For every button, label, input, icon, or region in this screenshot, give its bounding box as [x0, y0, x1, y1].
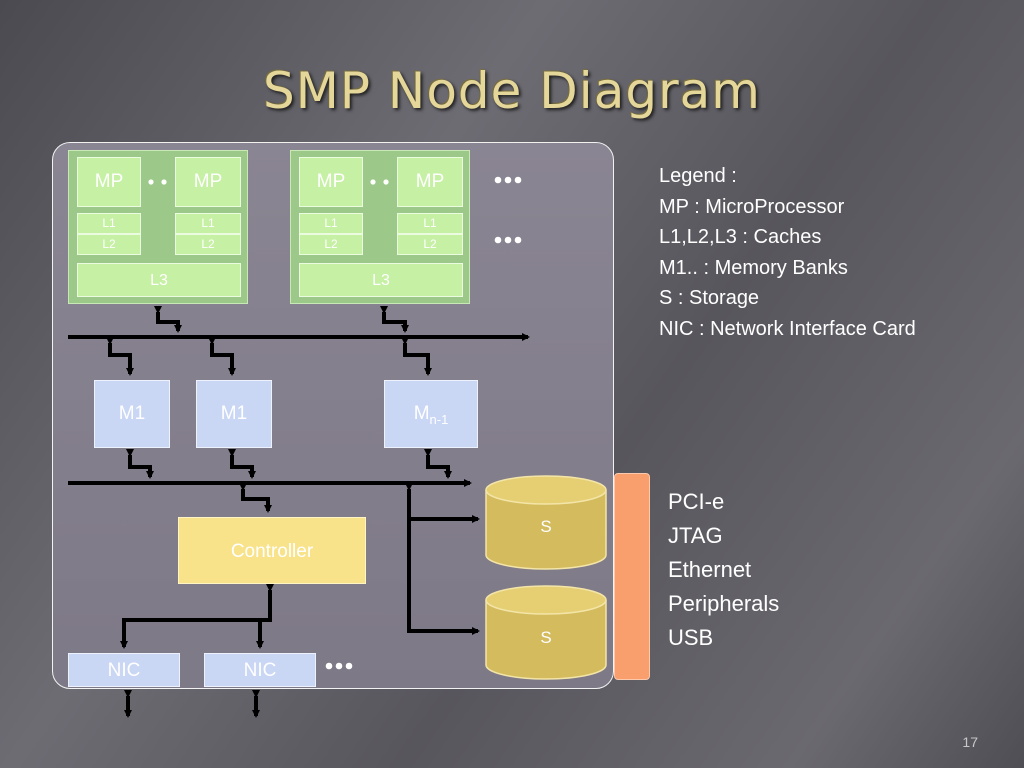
mp-box: MP [77, 157, 141, 207]
bus-connector [228, 449, 256, 479]
interface-item: JTAG [668, 523, 723, 548]
ellipsis-dots [148, 176, 522, 670]
memory-bank: M1 [94, 380, 170, 448]
memory-bank-last-label: M [413, 403, 430, 424]
mp-box: MP [299, 157, 363, 207]
bus-connector [126, 449, 154, 479]
legend-item: S : Storage [659, 287, 760, 309]
mp-box: MP [397, 157, 463, 207]
bus-connector [401, 337, 432, 376]
controller-box: Controller [178, 517, 366, 584]
nic-box: NIC [68, 653, 180, 687]
legend-heading: Legend : [659, 165, 737, 187]
interface-item: Peripherals [668, 591, 780, 616]
interface-item: USB [668, 625, 714, 650]
l1-cache: L1 [397, 213, 463, 234]
legend-item: L1,L2,L3 : Caches [659, 226, 822, 248]
l2-cache: L2 [397, 234, 463, 255]
page-number: 17 [962, 734, 978, 750]
bus-connector [239, 483, 272, 513]
legend-item: NIC : Network Interface Card [659, 317, 916, 340]
l2-cache: L2 [299, 234, 363, 255]
l2-cache: L2 [175, 234, 241, 255]
l1-cache: L1 [299, 213, 363, 234]
storage-label: S [540, 517, 552, 536]
storage-cylinder [485, 585, 607, 680]
legend-item: M1.. : Memory Banks [659, 256, 848, 279]
l3-cache: L3 [299, 263, 463, 297]
bus-connector [380, 306, 409, 333]
io-interface-list: PCI-e JTAG Ethernet Peripherals USB [668, 485, 779, 655]
storage-cylinder [485, 475, 607, 570]
mp-box: MP [175, 157, 241, 207]
storage-label: S [540, 628, 552, 647]
bus-connector [424, 449, 452, 479]
bus-connector [208, 337, 236, 376]
memory-bank: M1 [196, 380, 272, 448]
l3-cache: L3 [77, 263, 241, 297]
storage-link [405, 483, 480, 635]
bus-connector [106, 337, 134, 376]
nic-box: NIC [204, 653, 316, 687]
l1-cache: L1 [77, 213, 141, 234]
cpu-group-2: MP MP L1 L2 L1 L2 L3 [290, 150, 470, 304]
l2-cache: L2 [77, 234, 141, 255]
io-interface-bar [614, 473, 650, 680]
interface-item: PCI-e [668, 489, 725, 514]
memory-bank-last-subscript: n-1 [429, 411, 449, 427]
slide-title: SMP Node Diagram [263, 62, 761, 120]
nic-link [120, 584, 274, 649]
l1-cache: L1 [175, 213, 241, 234]
memory-bank-last: Mn-1 [384, 380, 478, 448]
interface-item: Ethernet [668, 557, 752, 582]
cpu-group-1: MP MP L1 L2 L1 L2 L3 [68, 150, 248, 304]
legend: Legend : MP : MicroProcessor L1,L2,L3 : … [659, 161, 916, 344]
legend-item: MP : MicroProcessor [659, 195, 845, 218]
bus-connector [154, 306, 182, 333]
